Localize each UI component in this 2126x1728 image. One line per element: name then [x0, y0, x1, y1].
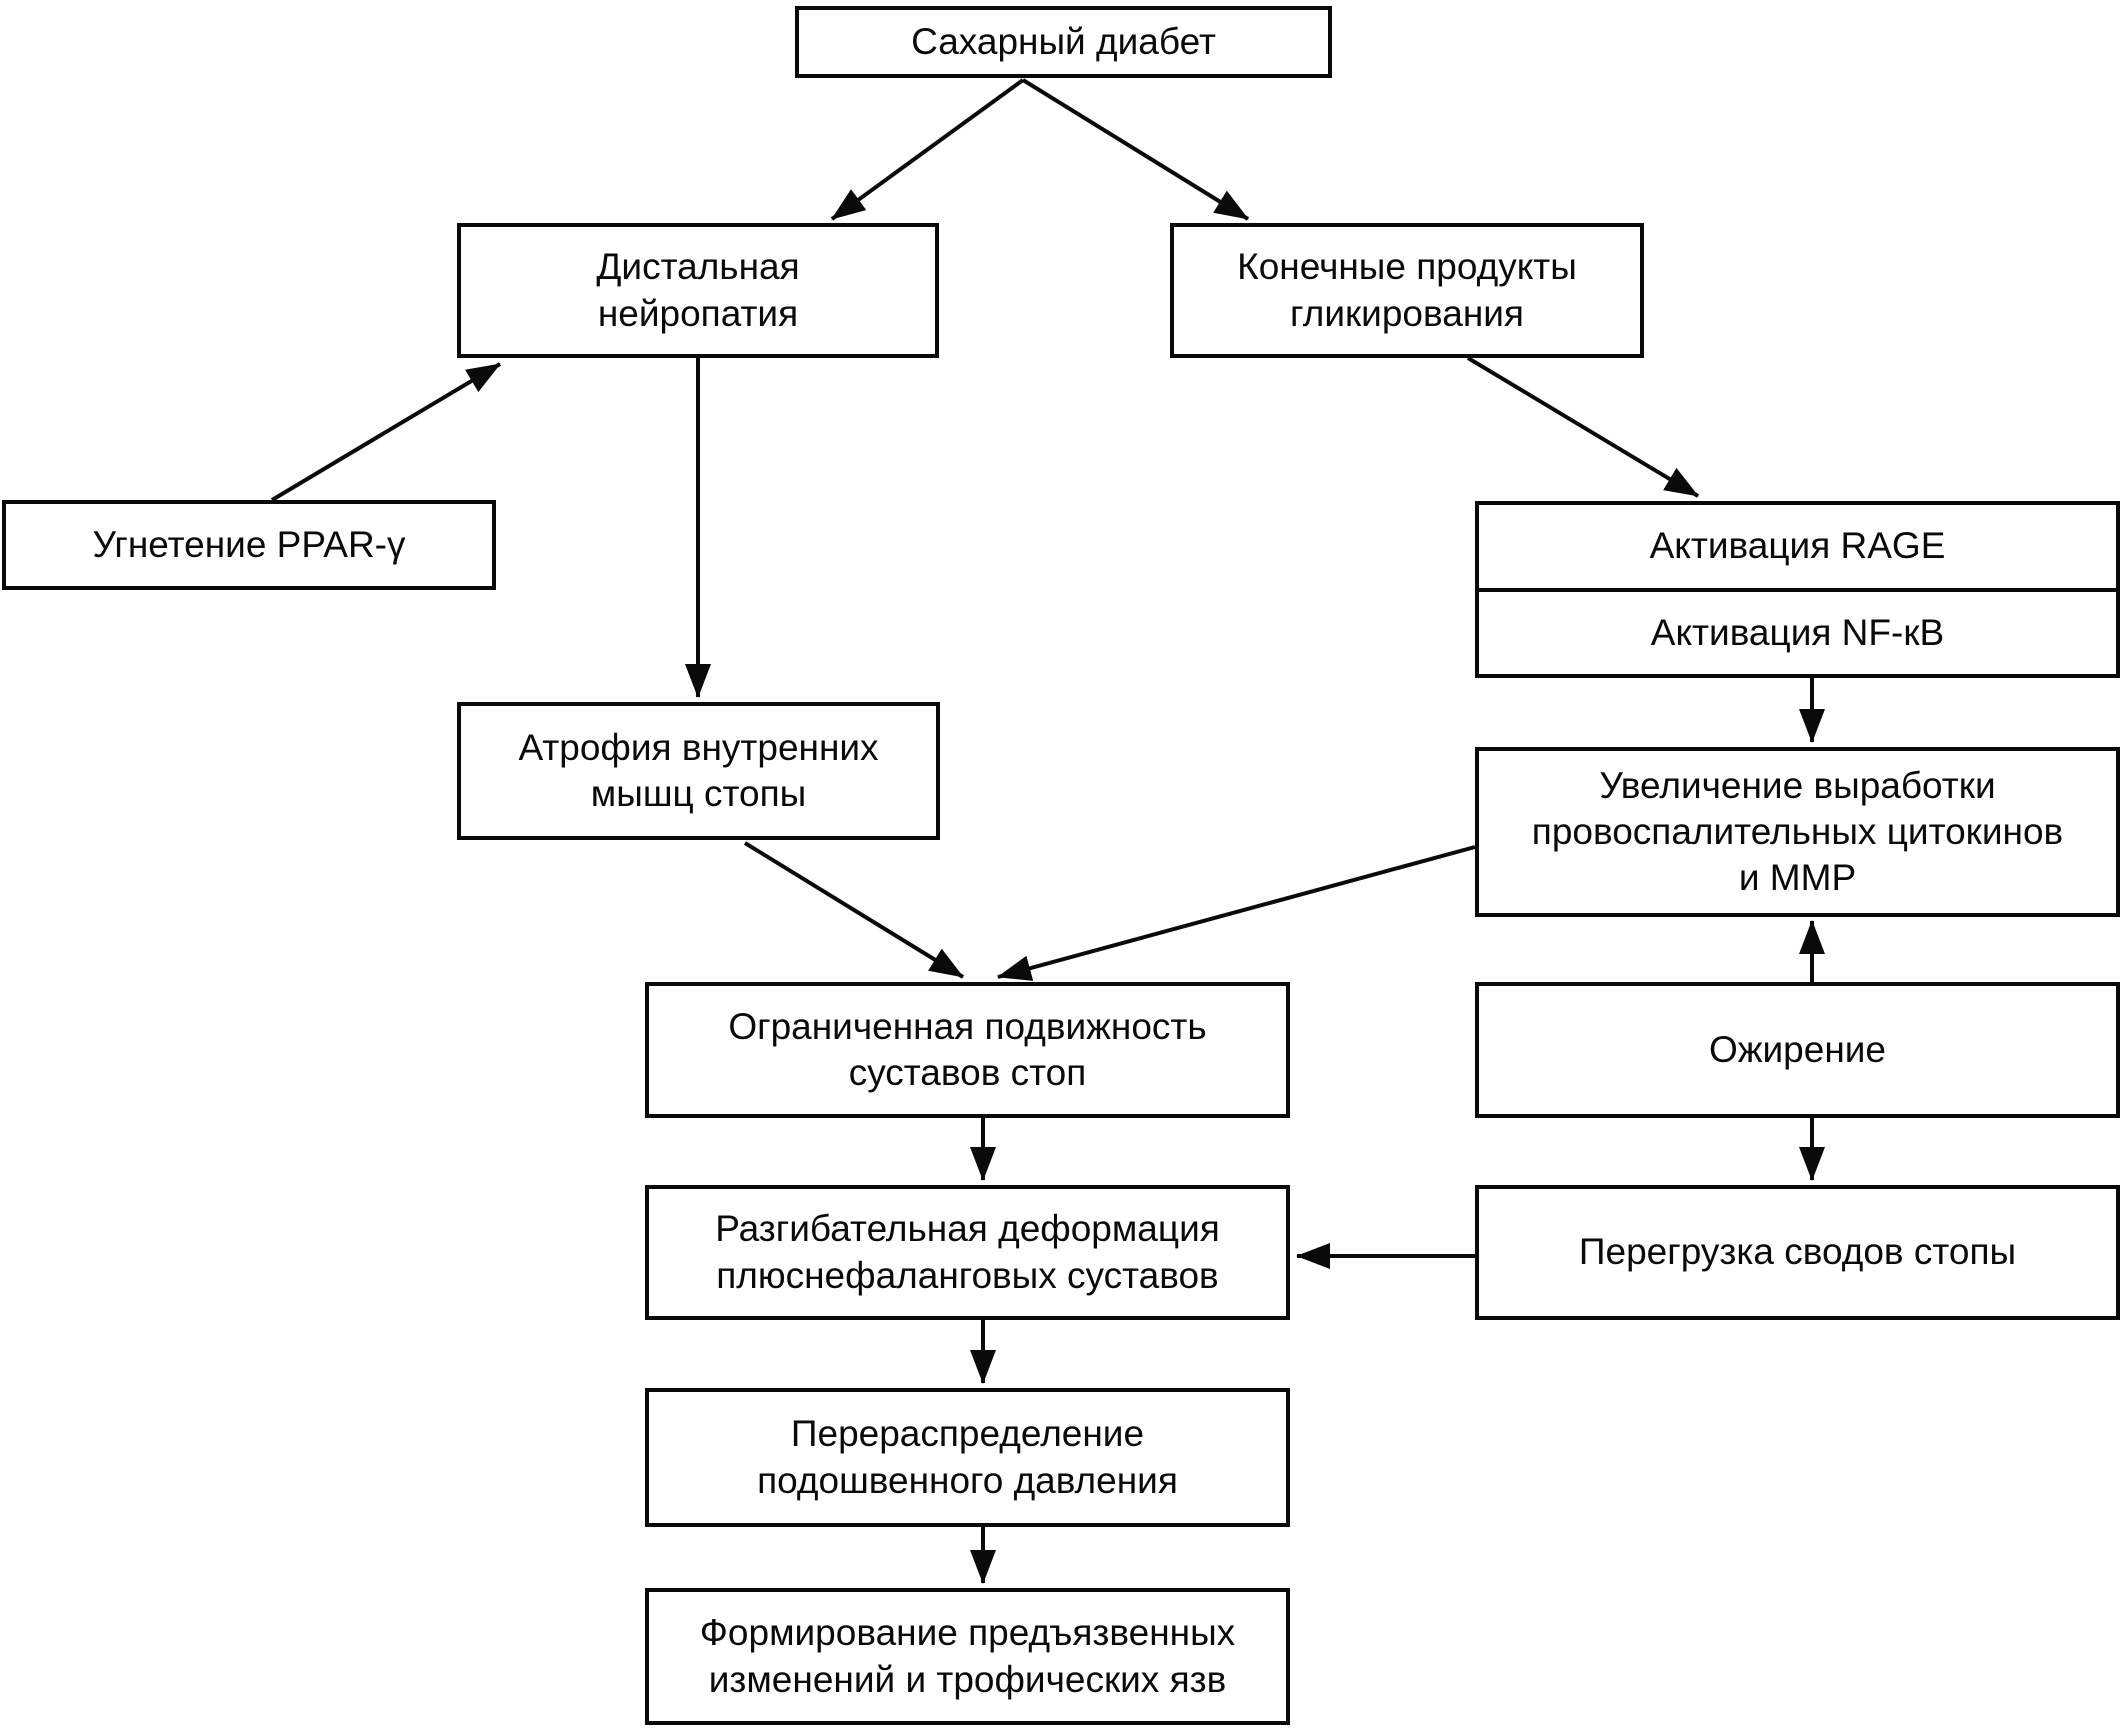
node-ulcers-label: Формирование предъязвенных изменений и т… — [699, 1612, 1236, 1700]
arrow-diabetes-to-glycation — [1021, 78, 1250, 221]
node-diabetes-label: Сахарный диабет — [911, 20, 1216, 62]
arrow-atrophy-to-mobility — [743, 841, 965, 979]
node-ppar-label: Угнетение PPAR-γ — [92, 523, 406, 565]
node-nfkb: Активация NF-кB — [1479, 587, 2116, 675]
arrow-diabetes-to-neuropathy — [830, 78, 1025, 221]
node-deformity: Разгибательная деформация плюснефалангов… — [645, 1185, 1290, 1320]
node-deformity-label: Разгибательная деформация плюснефалангов… — [715, 1208, 1220, 1296]
node-ppar: Угнетение PPAR-γ — [2, 500, 496, 590]
arrow-ppar-to-neuropathy — [270, 362, 502, 502]
arrow-cytokines-to-mobility — [997, 845, 1476, 981]
node-atrophy: Атрофия внутренних мышц стопы — [457, 702, 940, 840]
node-cytokines: Увеличение выработки провоспалительных ц… — [1475, 747, 2120, 917]
node-obesity-label: Ожирение — [1708, 1028, 1887, 1070]
node-neuropathy: Дистальная нейропатия — [457, 223, 939, 358]
node-glycation-label: Конечные продукты гликирования — [1237, 246, 1577, 334]
node-cytokines-label: Увеличение выработки провоспалительных ц… — [1531, 764, 2064, 899]
node-mobility: Ограниченная подвижность суставов стоп — [645, 982, 1290, 1118]
node-redistribution-label: Перераспределение подошвенного давления — [757, 1413, 1178, 1501]
node-glycation: Конечные продукты гликирования — [1170, 223, 1644, 358]
node-nfkb-label: Активация NF-кB — [1650, 611, 1945, 653]
node-overload-label: Перегрузка сводов стопы — [1578, 1231, 2017, 1273]
node-rage: Активация RAGE — [1479, 505, 2116, 588]
node-overload: Перегрузка сводов стопы — [1475, 1185, 2120, 1320]
arrow-glycation-to-rage — [1466, 356, 1700, 498]
node-rage-label: Активация RAGE — [1649, 525, 1946, 567]
node-redistribution: Перераспределение подошвенного давления — [645, 1388, 1290, 1527]
node-obesity: Ожирение — [1475, 982, 2120, 1118]
node-neuropathy-label: Дистальная нейропатия — [596, 246, 800, 334]
node-group-rage-nfkb: Активация RAGE Активация NF-кB — [1475, 501, 2120, 678]
node-diabetes: Сахарный диабет — [795, 6, 1332, 78]
node-mobility-label: Ограниченная подвижность суставов стоп — [728, 1005, 1207, 1093]
node-atrophy-label: Атрофия внутренних мышц стопы — [518, 726, 879, 814]
node-ulcers: Формирование предъязвенных изменений и т… — [645, 1588, 1290, 1725]
